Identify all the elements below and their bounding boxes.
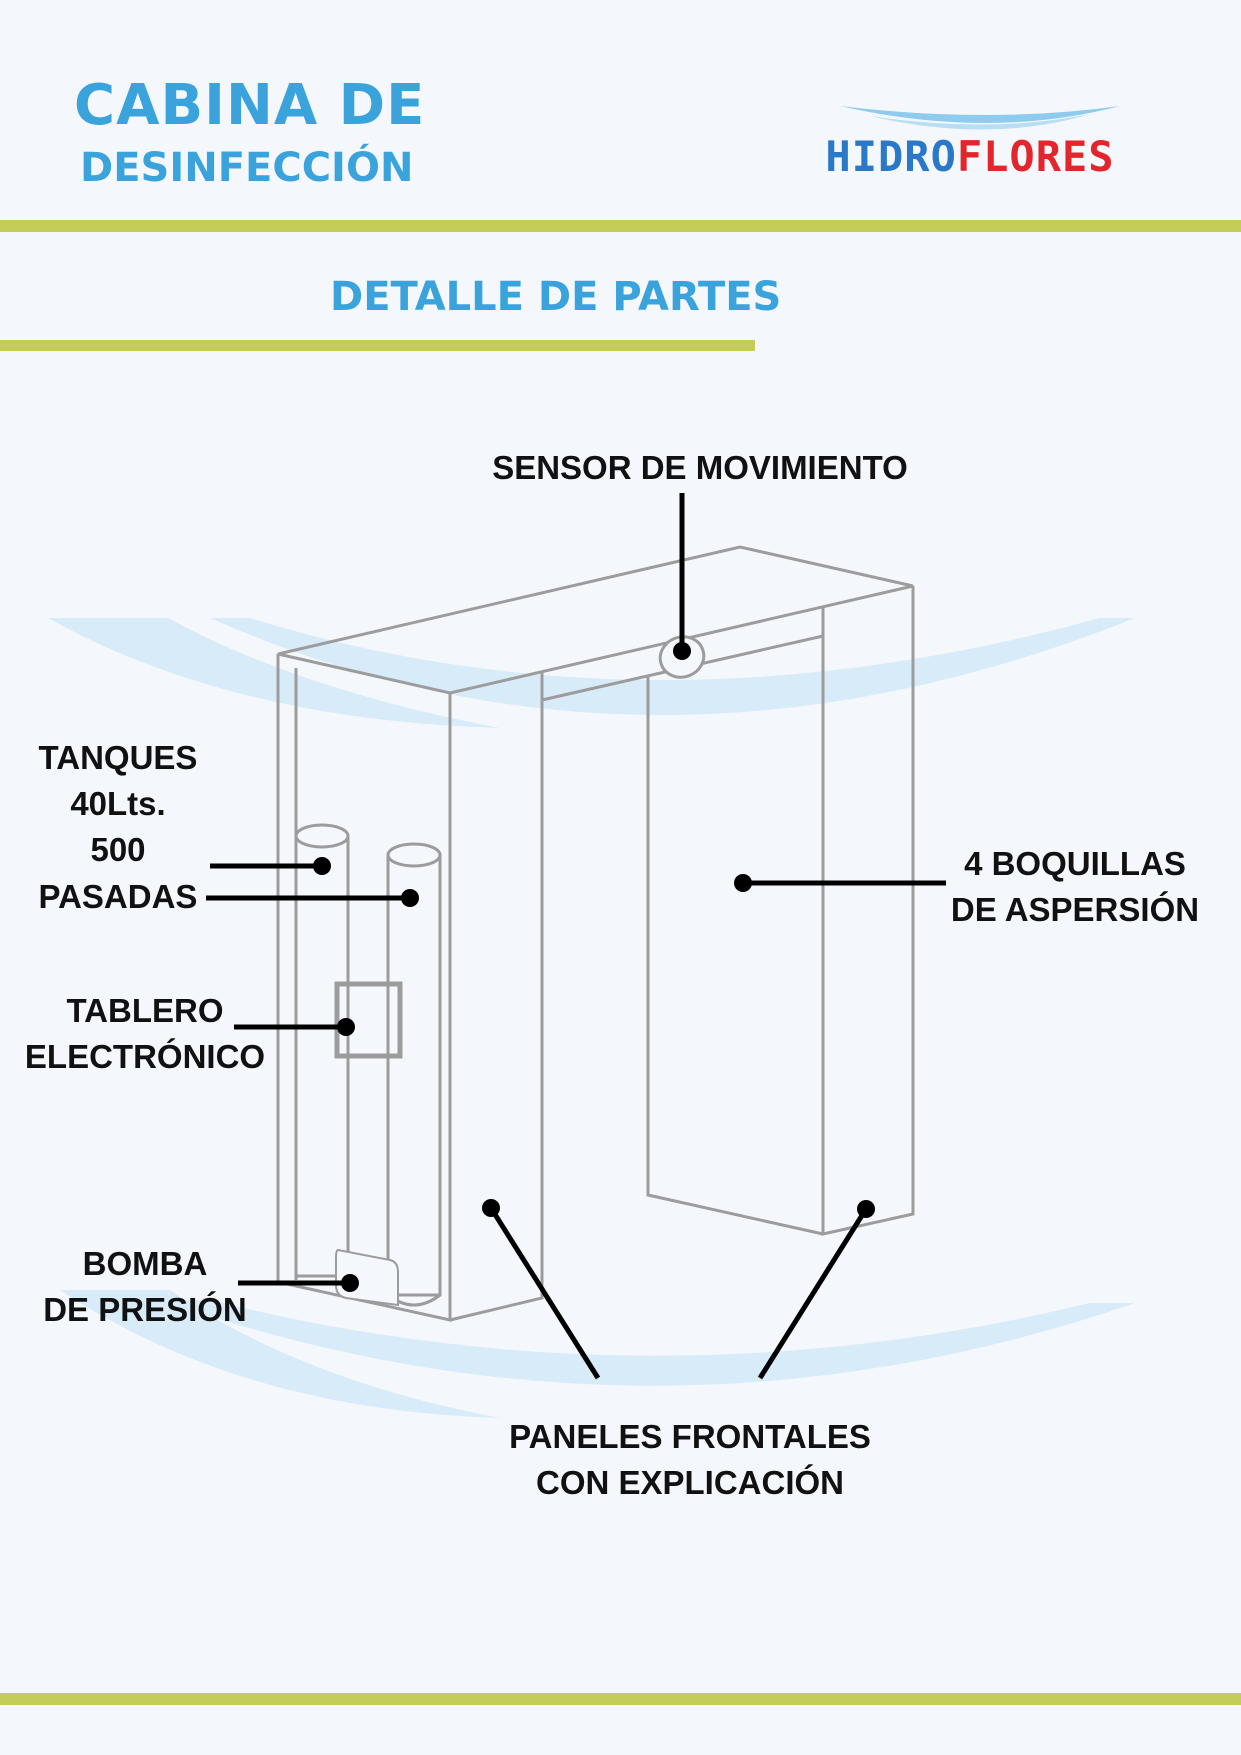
header-divider: [0, 220, 1241, 232]
label-paneles-line2: CON EXPLICACIÓN: [535, 1464, 845, 1502]
bottom-swoosh-main: [160, 1300, 1135, 1386]
label-tablero: TABLERO ELECTRÓNICO: [15, 988, 275, 1080]
panels-leader-line-left: [488, 1206, 601, 1380]
bottom-swoosh-left: [60, 1290, 500, 1418]
panels-leader-dot-left: [482, 1199, 500, 1217]
cabin-right-panel: [821, 586, 915, 1236]
board-leader-dot: [337, 1018, 355, 1036]
label-tablero-line1: TABLERO: [66, 992, 224, 1029]
section-title: DETALLE DE PARTES: [330, 274, 782, 320]
label-sensor-text: SENSOR DE MOVIMIENTO: [492, 449, 908, 486]
label-sensor: SENSOR DE MOVIMIENTO: [470, 445, 930, 491]
label-bomba-line2: DE PRESIÓN: [43, 1291, 247, 1329]
label-bomba: BOMBA DE PRESIÓN: [30, 1241, 260, 1333]
main-title-line2: DESINFECCIÓN: [80, 145, 414, 191]
pump-leader-dot: [341, 1274, 359, 1292]
tank-1-leader-dot: [313, 857, 331, 875]
label-paneles: PANELES FRONTALES CON EXPLICACIÓN: [470, 1414, 910, 1506]
tank-2-leader-dot: [401, 889, 419, 907]
label-tanques-line1: TANQUES: [38, 739, 198, 776]
panels-leader-dot-right: [857, 1200, 875, 1218]
logo-swoosh-icon: [840, 106, 1120, 130]
cabin-left-panel: [276, 654, 452, 1322]
logo-text-hidro: HIDRO: [825, 132, 957, 181]
tank-2: [386, 842, 442, 1307]
label-tanques: TANQUES 40Lts. 500 PASADAS: [18, 735, 218, 920]
hidroflores-logo: HIDROFLORES: [790, 100, 1150, 190]
leader-lines: [206, 493, 946, 1380]
main-title-line1: CABINA DE: [74, 73, 426, 138]
label-tanques-line2: 40Lts.: [70, 785, 166, 823]
control-board-box: [334, 981, 403, 1059]
label-tanques-line4: PASADAS: [38, 877, 198, 915]
nozzles-leader-dot: [734, 874, 752, 892]
label-boquillas: 4 BOQUILLAS DE ASPERSIÓN: [935, 841, 1215, 933]
label-boquillas-line1: 4 BOQUILLAS: [964, 845, 1186, 882]
label-tablero-line2: ELECTRÓNICO: [24, 1038, 266, 1076]
label-boquillas-line2: DE ASPERSIÓN: [950, 891, 1200, 929]
cabin-inner-panel: [646, 677, 824, 1236]
tank-1: [294, 823, 350, 1278]
label-paneles-line1: PANELES FRONTALES: [509, 1418, 871, 1455]
top-swoosh-left: [48, 618, 500, 728]
label-tanques-line3: 500: [90, 831, 146, 869]
footer-divider: [0, 1693, 1241, 1705]
cabin-front-panel-edge: [449, 672, 544, 1322]
section-divider: [0, 340, 755, 351]
panels-leader-line-right: [757, 1207, 869, 1380]
logo-text-flores: FLORES: [956, 132, 1115, 181]
sensor-leader-dot: [673, 642, 691, 660]
label-bomba-line1: BOMBA: [82, 1245, 208, 1282]
